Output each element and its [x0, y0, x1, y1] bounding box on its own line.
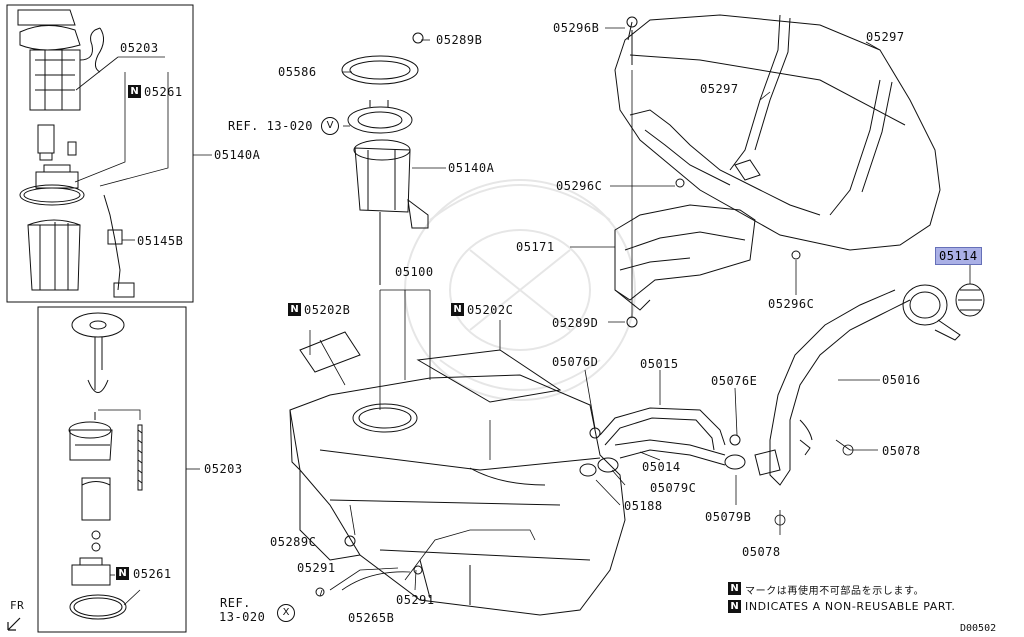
label-05203-bottom: 05203 — [204, 462, 243, 476]
label-05261-bottom: 05261 — [133, 567, 172, 581]
label-05296b: 05296B — [553, 21, 600, 35]
label-05586: 05586 — [278, 65, 317, 79]
heat-shield — [614, 204, 756, 311]
ref-13-020-x-text-1: REF. — [220, 596, 251, 610]
label-05265b: 05265B — [348, 611, 395, 625]
ref-x-circle: X — [277, 604, 295, 622]
label-05188: 05188 — [624, 499, 663, 513]
label-05297-b: 05297 — [700, 82, 739, 96]
filler-hoses — [579, 407, 746, 477]
label-05203-top: 05203 — [120, 41, 159, 55]
label-05289b: 05289B — [436, 33, 483, 47]
label-05296c-a: 05296C — [556, 179, 603, 193]
label-05171: 05171 — [516, 240, 555, 254]
label-05291-a: 05291 — [297, 561, 336, 575]
note-badge-en: N — [728, 600, 741, 613]
detail-box-bottom-left — [37, 306, 187, 633]
label-05289d: 05289D — [552, 316, 599, 330]
non-reusable-badge: N — [116, 567, 129, 580]
label-05114-highlighted[interactable]: 05114 — [935, 247, 982, 265]
drawing-code: D00502 — [960, 623, 997, 634]
label-05296c-b: 05296C — [768, 297, 815, 311]
label-05202b: 05202B — [304, 303, 351, 317]
label-05076d: 05076D — [552, 355, 599, 369]
label-05015: 05015 — [640, 357, 679, 371]
label-05140a-left: 05140A — [214, 148, 261, 162]
label-05291-b: 05291 — [396, 593, 435, 607]
label-05078-b: 05078 — [742, 545, 781, 559]
leaders-shield — [570, 246, 625, 323]
non-reusable-badge: N — [128, 85, 141, 98]
leaders-filler — [774, 262, 971, 535]
non-reusable-badge: N — [288, 303, 301, 316]
filler-neck — [754, 283, 985, 486]
fasteners — [315, 16, 801, 597]
note-jp: マークは再使用不可部品を示します。 — [745, 586, 925, 597]
label-05202c: 05202C — [467, 303, 514, 317]
front-arrow-icon — [7, 617, 21, 631]
label-05076e: 05076E — [711, 374, 758, 388]
pump-module-exploded-top — [17, 9, 135, 298]
label-05079b: 05079B — [705, 510, 752, 524]
label-05079c: 05079C — [650, 481, 697, 495]
pump-module-exploded-bottom — [68, 312, 143, 620]
watermark — [404, 179, 636, 401]
label-05289c: 05289C — [270, 535, 317, 549]
label-05140a-mid: 05140A — [448, 161, 495, 175]
label-05100: 05100 — [395, 265, 434, 279]
leaders-top-left — [74, 56, 212, 241]
label-05297-a: 05297 — [866, 30, 905, 44]
note-badge-jp: N — [728, 582, 741, 595]
tank-upper-right — [614, 14, 941, 251]
leaders-hoses — [584, 369, 738, 506]
ref-13-020-v-text: REF. 13-020 — [228, 119, 313, 133]
ref-v-circle: V — [321, 117, 339, 135]
label-05261-top: 05261 — [144, 85, 183, 99]
leaders-center-bottom — [309, 320, 536, 597]
front-label: FR — [10, 599, 25, 612]
label-05014: 05014 — [642, 460, 681, 474]
leaders-bottom-left — [98, 409, 200, 606]
leaders-upper-right — [605, 27, 881, 318]
label-05016: 05016 — [882, 373, 921, 387]
fuel-tank — [289, 331, 626, 616]
label-05078-a: 05078 — [882, 444, 921, 458]
leaders-center-top — [342, 39, 446, 410]
detail-box-top-left — [6, 4, 194, 303]
non-reusable-badge: N — [451, 303, 464, 316]
label-05145b: 05145B — [137, 234, 184, 248]
ref-13-020-x-text-2: 13-020 — [219, 610, 266, 624]
note-en: INDICATES A NON-REUSABLE PART. — [745, 600, 956, 613]
fuel-pump-module-center — [341, 55, 429, 285]
